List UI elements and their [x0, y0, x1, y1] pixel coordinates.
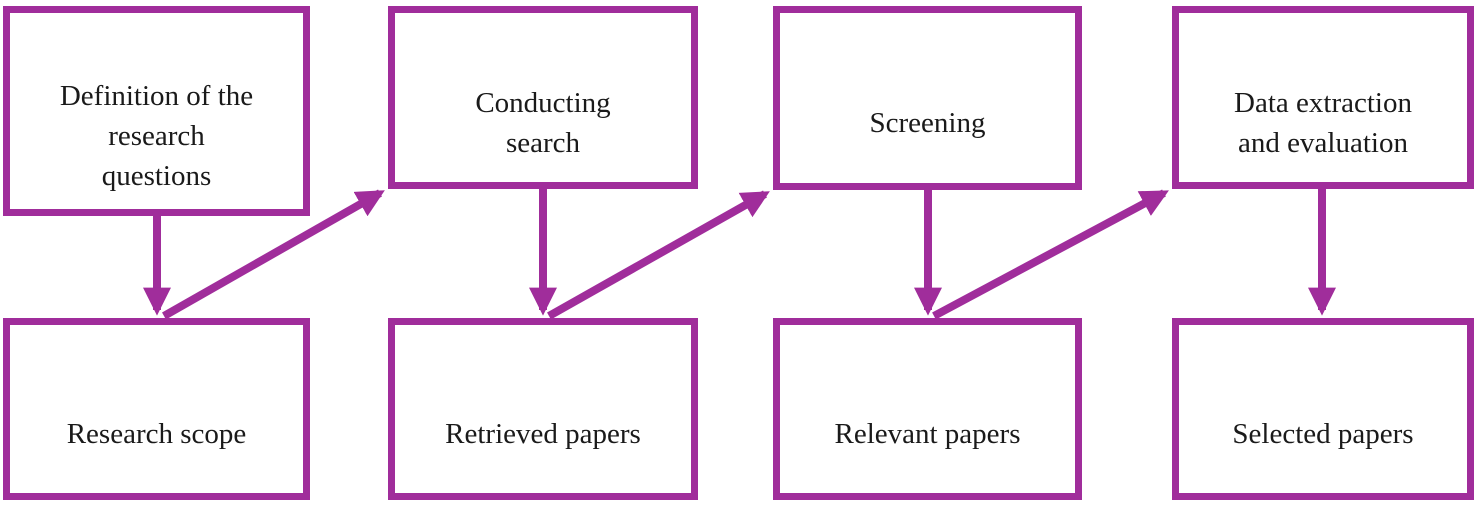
- arrow-relevant-papers-to-data-extraction: [932, 189, 1169, 320]
- flow-box-research-scope: Research scope: [3, 318, 310, 500]
- flow-box-label: Data extraction and evaluation: [1179, 83, 1467, 163]
- flow-box-label: Relevant papers: [780, 414, 1075, 454]
- flow-box-definition-of-research-questions: Definition of the research questions: [3, 6, 310, 216]
- flow-box-relevant-papers: Relevant papers: [773, 318, 1082, 500]
- label-line: questions: [101, 160, 212, 192]
- flow-box-retrieved-papers: Retrieved papers: [388, 318, 698, 500]
- label-line: Conducting: [475, 86, 611, 119]
- arrow-retrieved-papers-to-screening: [547, 190, 770, 320]
- label-line: research: [108, 120, 205, 152]
- flow-box-data-extraction-and-evaluation: Data extraction and evaluation: [1172, 6, 1474, 189]
- flow-box-screening: Screening: [773, 6, 1082, 190]
- label-line: Retrieved papers: [445, 418, 641, 450]
- flow-box-label: Research scope: [10, 414, 303, 454]
- flow-box-label: Screening: [780, 103, 1075, 143]
- flow-box-conducting-search: Conducting search: [388, 6, 698, 189]
- flow-box-label: Retrieved papers: [395, 414, 691, 454]
- flow-box-selected-papers: Selected papers: [1172, 318, 1474, 500]
- label-line: search: [505, 126, 581, 159]
- label-line: Data extraction: [1234, 86, 1412, 119]
- label-line: Relevant papers: [834, 418, 1021, 450]
- flow-box-label: Conducting search: [395, 83, 691, 163]
- flow-box-label: Definition of the research questions: [10, 76, 303, 196]
- label-line: Screening: [869, 107, 986, 139]
- label-line: Selected papers: [1232, 418, 1414, 450]
- label-line: Definition of the: [59, 80, 254, 112]
- flow-box-label: Selected papers: [1179, 414, 1467, 454]
- label-line: and evaluation: [1238, 126, 1408, 159]
- label-line: Research scope: [66, 418, 247, 450]
